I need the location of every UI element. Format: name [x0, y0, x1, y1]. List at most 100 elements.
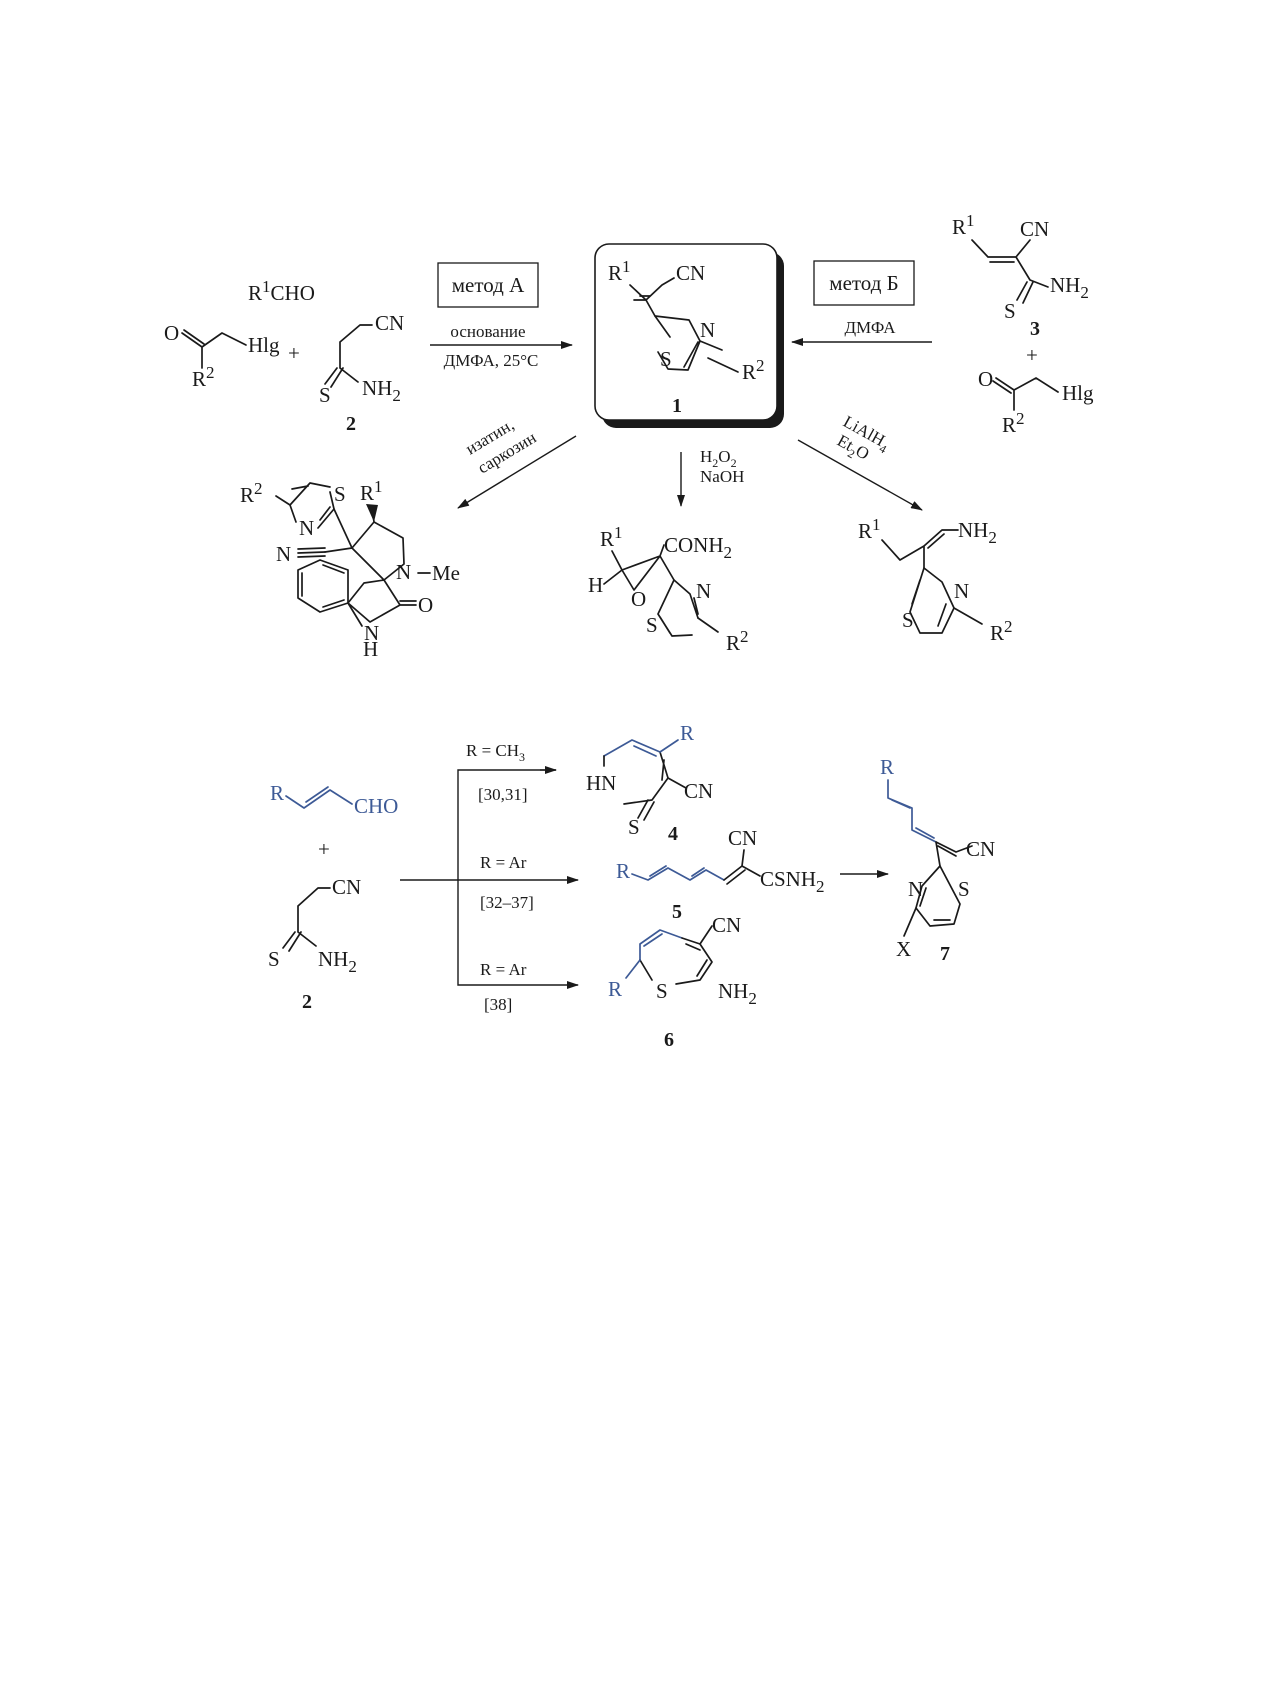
sp-nh-h: H	[363, 637, 378, 661]
sp-n-nitrile: N	[276, 542, 291, 566]
c7-s: S	[958, 877, 970, 901]
arrow-lialh4	[797, 439, 923, 511]
c1-r1: R1	[608, 257, 631, 285]
c4-s: S	[628, 815, 640, 839]
c6-cn: CN	[712, 913, 741, 937]
branch-up-path	[457, 769, 556, 880]
sp-r1: R1	[360, 477, 383, 505]
c6-r: R	[608, 977, 622, 1001]
spiro-product: R2 S N R1 N Me N O N H	[240, 477, 460, 661]
sp-me: Me	[432, 561, 460, 585]
en-n: N	[954, 579, 969, 603]
branch-arrows	[400, 766, 579, 989]
r1cho-label: R1CHO	[248, 277, 315, 305]
branch3-ref: [38]	[484, 995, 512, 1014]
enamine-product: R1 NH2 N S R2	[858, 515, 1013, 645]
reactants-method-a: R1CHO O Hlg R2 + CN S NH2 2	[164, 277, 404, 435]
c5-cn: CN	[728, 826, 757, 850]
c5-r: R	[616, 859, 630, 883]
enal-cho: CHO	[354, 794, 398, 818]
c7-r: R	[880, 755, 894, 779]
cond-a-bottom: ДМФА, 25°C	[444, 351, 539, 370]
c1-cn: CN	[676, 261, 705, 285]
sp-n: N	[299, 516, 314, 540]
ep-o: O	[631, 587, 646, 611]
ep-n: N	[696, 579, 711, 603]
c1-r2: R2	[742, 356, 765, 384]
compound-7-label: 7	[940, 943, 950, 965]
c4-cn: CN	[684, 779, 713, 803]
c1-s: S	[660, 347, 672, 371]
cond-naoh: NaOH	[700, 467, 744, 486]
c1-n: N	[700, 318, 715, 342]
compound-6: R S CN NH2 6	[608, 913, 757, 1051]
cond-a-top: основание	[450, 322, 525, 341]
compound-6-label: 6	[664, 1029, 674, 1051]
sp-nh-n: N	[364, 621, 379, 645]
en-r1: R1	[858, 515, 881, 543]
branch2-cond: R = Ar	[480, 853, 527, 872]
sp-s: S	[334, 482, 346, 506]
branch1-cond: R = CH3	[466, 741, 525, 764]
reactants-method-b: R1 CN NH2 S 3 + O Hlg R2	[952, 211, 1094, 437]
plus-sign-b: +	[1026, 343, 1038, 367]
c3-s: S	[1004, 299, 1016, 323]
ketone-b-r2: R2	[1002, 409, 1025, 437]
bt-s: S	[268, 947, 280, 971]
ep-conh2: CONH2	[664, 533, 732, 562]
arrow-branch-38	[457, 880, 579, 989]
sp-r2: R2	[240, 479, 263, 507]
branch3-cond: R = Ar	[480, 960, 527, 979]
reactants-bottom: R CHO + CN S NH2 2	[268, 781, 398, 1013]
c4-r: R	[680, 721, 694, 745]
ketone-o: O	[164, 321, 179, 345]
compound-2b-label: 2	[302, 991, 312, 1013]
en-nh2: NH2	[958, 518, 997, 547]
thioamide-cn: CN	[375, 311, 404, 335]
branch2-ref: [32–37]	[480, 893, 534, 912]
compound-1-box: R1 CN N S R2 1	[594, 243, 784, 428]
arrow-isatin	[457, 435, 577, 509]
ep-r1: R1	[600, 523, 623, 551]
ketone-r2: R2	[192, 363, 215, 391]
compound-4: R HN CN S 4	[586, 721, 713, 845]
plus-sign-c: +	[318, 837, 330, 861]
compound-5: R CN CSNH2 5	[616, 826, 825, 923]
sp-n-ring: N	[396, 560, 411, 584]
c6-s: S	[656, 979, 668, 1003]
en-s: S	[902, 608, 914, 632]
en-r2: R2	[990, 617, 1013, 645]
c4-hn: HN	[586, 771, 616, 795]
compound-2-label: 2	[346, 413, 356, 435]
bt-nh2: NH2	[318, 947, 357, 976]
compound-4-label: 4	[668, 823, 678, 845]
c7-n: N	[908, 877, 923, 901]
method-a-box: метод А	[437, 262, 539, 308]
c3-cn: CN	[1020, 217, 1049, 241]
compound-3-label: 3	[1030, 318, 1040, 340]
enal-r: R	[270, 781, 284, 805]
hlg-b-label: Hlg	[1062, 381, 1094, 405]
cond-et2o: Et2O	[832, 431, 872, 467]
c6-nh2: NH2	[718, 979, 757, 1008]
plus-sign: +	[288, 341, 300, 365]
method-b-box: метод Б	[813, 260, 915, 306]
cond-b: ДМФА	[844, 318, 896, 337]
compound-5-label: 5	[672, 901, 682, 923]
ketone-b-o: O	[978, 367, 993, 391]
c3-nh2: NH2	[1050, 273, 1089, 302]
c7-x: X	[896, 937, 911, 961]
compound-1-label: 1	[672, 395, 682, 417]
ep-r2: R2	[726, 627, 749, 655]
bt-cn: CN	[332, 875, 361, 899]
method-b-label: метод Б	[829, 271, 898, 295]
epoxide-product: R1 CONH2 H O N S R2	[588, 523, 749, 655]
sp-o: O	[418, 593, 433, 617]
thioamide-s: S	[319, 383, 331, 407]
c3-r1: R1	[952, 211, 975, 239]
c7-cn: CN	[966, 837, 995, 861]
hlg-label: Hlg	[248, 333, 280, 357]
thioamide-nh2: NH2	[362, 376, 401, 405]
ep-h: H	[588, 573, 603, 597]
method-a-label: метод А	[452, 273, 525, 297]
